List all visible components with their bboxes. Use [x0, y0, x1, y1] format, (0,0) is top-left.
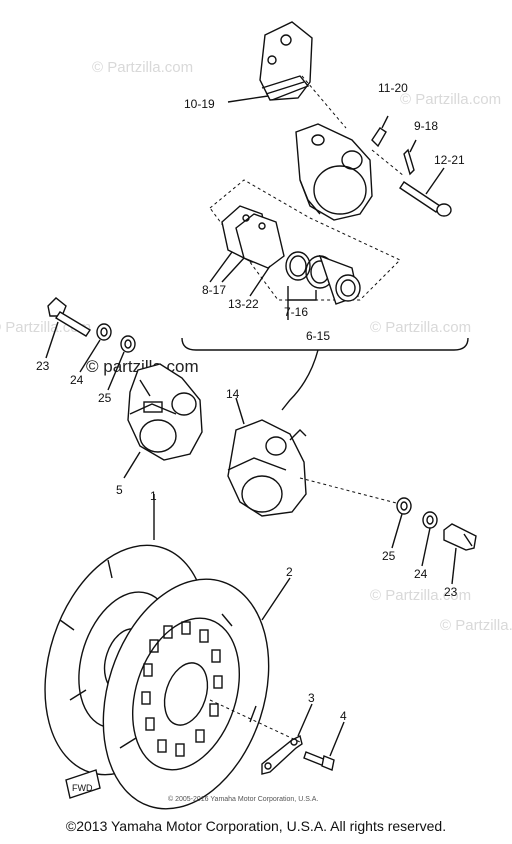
brake-disc-2 [102, 578, 270, 810]
brake-pads [221, 205, 285, 269]
piston-seal-set [285, 251, 361, 305]
washer-25 [396, 497, 412, 515]
leader-line [221, 257, 245, 283]
caliper-body-upper [295, 123, 373, 221]
callout-10-19: 10-19 [184, 97, 215, 111]
bolt-23 [443, 523, 477, 551]
caliper-assembly-right [227, 419, 307, 517]
assembly-guide-line [299, 477, 401, 505]
callout-14: 14 [226, 387, 240, 401]
watermark: © Partzilla.com [370, 319, 471, 336]
leader-line [421, 527, 431, 567]
callout-25-left: 25 [98, 391, 112, 405]
watermark: © Partzilla.com [92, 59, 193, 76]
lock-washer-bracket-3 [261, 734, 303, 775]
callout-bracket [287, 286, 317, 301]
leader-line [123, 451, 141, 479]
callout-24-left: 24 [70, 373, 84, 387]
footer-copyright: ©2013 Yamaha Motor Corporation, U.S.A. A… [65, 818, 447, 834]
washer-25 [120, 335, 136, 353]
lock-washer-24 [96, 323, 112, 341]
leader-line [391, 513, 403, 549]
pad-pin-clip [403, 139, 417, 176]
leader-line [107, 351, 125, 391]
leader-line [235, 397, 245, 425]
fwd-arrow-icon: FWD [65, 769, 101, 799]
caliper-bolt-long [399, 167, 452, 217]
callout-11-20: 11-20 [378, 81, 408, 95]
watermark: © Partzilla.com [440, 617, 512, 634]
leader-line [297, 703, 313, 737]
bleed-screw [371, 115, 389, 148]
callout-13-22: 13-22 [228, 297, 259, 311]
callout-23-right: 23 [444, 585, 458, 599]
callout-2: 2 [286, 565, 293, 579]
group-bracket [181, 337, 469, 351]
assembly-guide-line [209, 699, 301, 743]
bolt-23 [47, 297, 91, 337]
leader-line [79, 339, 101, 373]
disc-bolt-4 [303, 751, 335, 771]
callout-25-right: 25 [382, 549, 396, 563]
callout-23-left: 23 [36, 359, 50, 373]
leader-line [209, 251, 233, 283]
assembly-guide-line [371, 149, 405, 177]
watermark: © Partzilla.com [370, 587, 471, 604]
callout-9-18: 9-18 [414, 119, 438, 133]
callout-5: 5 [116, 483, 123, 497]
callout-4: 4 [340, 709, 347, 723]
pad-kit-outline [209, 179, 401, 301]
callout-7-16: 7-16 [284, 305, 308, 319]
watermark: © Partzilla.com [400, 91, 501, 108]
fwd-label: FWD [72, 783, 93, 793]
callout-24-right: 24 [414, 567, 428, 581]
leader-line [227, 95, 269, 103]
callout-6-15: 6-15 [306, 329, 330, 343]
caliper-assembly-left [127, 363, 203, 461]
leader-line [45, 321, 59, 359]
leader-line [281, 349, 319, 411]
lock-washer-24 [422, 511, 438, 529]
pad-support-plate [259, 21, 313, 101]
callout-12-21: 12-21 [434, 153, 465, 167]
inner-copyright: © 2005-2016 Yamaha Motor Corporation, U.… [168, 795, 318, 803]
callout-8-17: 8-17 [202, 283, 226, 297]
assembly-guide-line [301, 75, 347, 129]
callout-3: 3 [308, 691, 315, 705]
leader-line [261, 577, 291, 621]
callout-1: 1 [150, 489, 157, 503]
leader-line [451, 547, 457, 585]
leader-line [329, 721, 345, 757]
leader-line [249, 265, 271, 297]
